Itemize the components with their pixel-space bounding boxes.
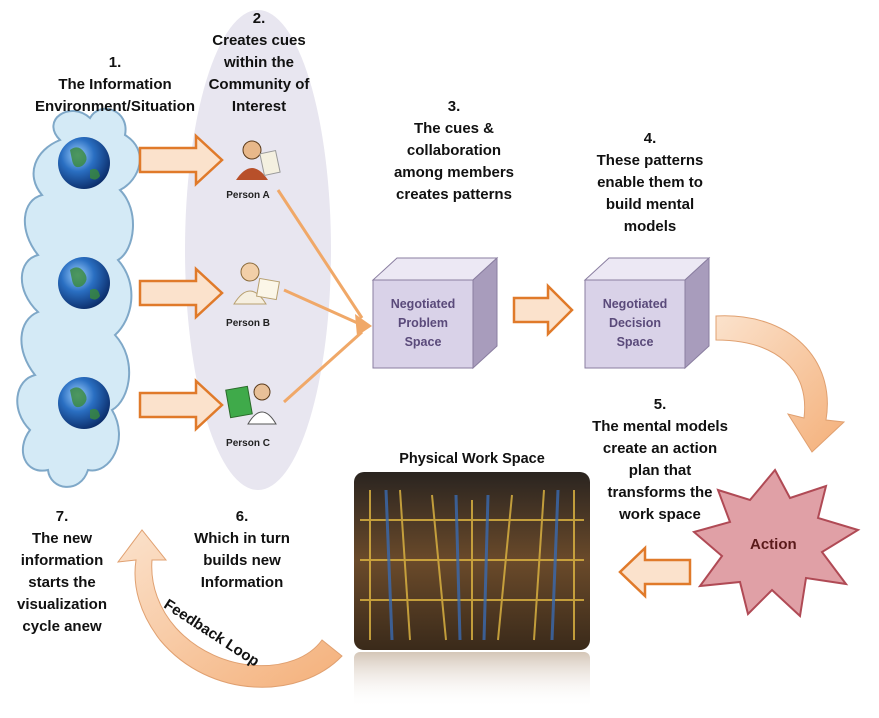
- connector-b-to-problem: [283, 288, 363, 327]
- connector-c-to-problem: [282, 330, 364, 404]
- action-starburst: [691, 468, 861, 619]
- globe-icon: [58, 377, 110, 429]
- arrow-globe-to-person-c: [138, 378, 224, 432]
- curved-arrow-decision-to-action: [715, 315, 846, 453]
- step-7-label: 7. The new information starts the visual…: [16, 508, 108, 635]
- warehouse-photo: [354, 472, 590, 708]
- arrow-globe-to-person-b: [138, 266, 224, 320]
- decision-space-cube: [583, 256, 711, 370]
- feedback-loop-arrow: [116, 529, 343, 688]
- person-icon: [225, 383, 277, 425]
- decision-space-label: Negotiated Decision Space: [602, 297, 668, 349]
- step-5-label: 5. The mental models create an action pl…: [592, 396, 728, 523]
- action-label: Action: [750, 536, 797, 553]
- workspace-title: Physical Work Space: [399, 451, 545, 467]
- arrow-globe-to-person-a: [138, 133, 224, 187]
- person-a-label: Person A: [226, 190, 270, 201]
- step-4-label: 4. These patterns enable them to build m…: [596, 130, 704, 235]
- step-1-label: 1. The Information Environment/Situation: [34, 54, 195, 115]
- step-2-label: 2. Creates cues within the Community of …: [208, 10, 310, 115]
- step-6-label: 6. Which in turn builds new Information: [194, 508, 290, 591]
- person-c-label: Person C: [226, 438, 270, 449]
- arrow-action-to-workspace: [618, 545, 692, 599]
- person-icon: [236, 140, 281, 180]
- step-3-label: 3. The cues & collaboration among member…: [393, 98, 515, 203]
- community-ellipse: [185, 10, 331, 490]
- problem-space-label: Negotiated Problem Space: [390, 297, 456, 349]
- arrow-problem-to-decision: [512, 282, 574, 338]
- person-b-label: Person B: [226, 318, 270, 329]
- connector-a-to-problem: [276, 189, 364, 319]
- globe-icon: [58, 257, 110, 309]
- problem-space-cube: [371, 256, 499, 370]
- person-icon: [233, 262, 280, 305]
- connector-arrowhead: [355, 314, 372, 336]
- globe-icon: [58, 137, 110, 189]
